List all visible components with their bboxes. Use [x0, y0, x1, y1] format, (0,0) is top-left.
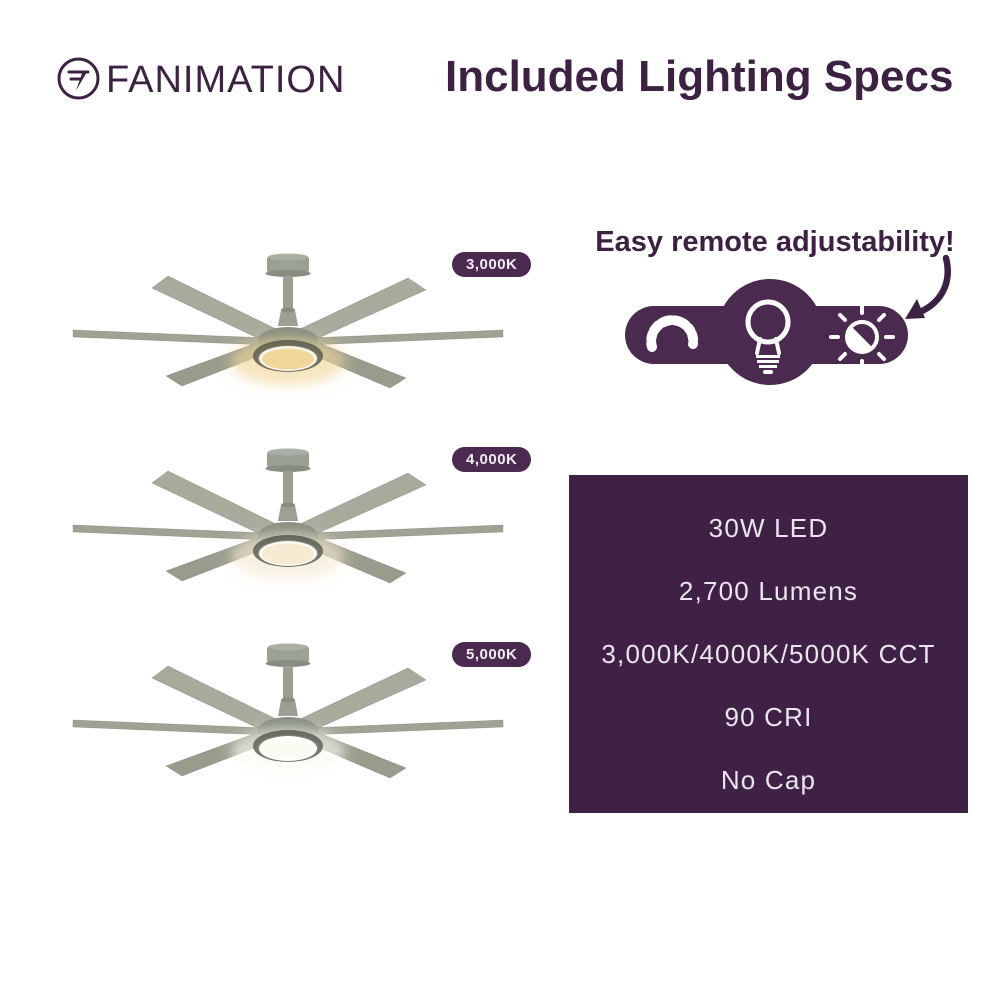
brightness-adjust-icon	[829, 304, 895, 370]
fanimation-logo-icon	[57, 57, 100, 100]
fan-downrod	[265, 643, 311, 716]
fan-image-5000k	[48, 640, 528, 830]
color-temp-badge: 4,000K	[452, 447, 532, 472]
fan-variant-5000k: 5,000K	[0, 640, 1000, 835]
remote-callout-graphic	[625, 254, 951, 385]
fan-light-kit	[226, 728, 350, 776]
ceiling-fan-image	[72, 253, 504, 389]
spec-cap: No Cap	[720, 765, 817, 795]
light-bulb-icon	[745, 299, 791, 374]
spec-wattage: 30W LED	[708, 513, 829, 543]
fan-downrod	[265, 448, 311, 521]
fan-light-kit	[226, 338, 350, 386]
ceiling-fan-image	[72, 448, 504, 584]
spec-cri: 90 CRI	[724, 702, 813, 732]
page-title: Included Lighting Specs	[445, 52, 954, 101]
color-temp-badge: 5,000K	[452, 642, 532, 667]
dimmer-dial-icon	[646, 315, 699, 352]
fan-image-4000k	[48, 445, 528, 635]
brand-name: FANIMATION	[106, 59, 346, 101]
fan-downrod	[265, 253, 311, 326]
spec-lumens: 2,700 Lumens	[678, 576, 859, 606]
fan-light-kit	[226, 533, 350, 581]
spec-cct: 3,000K/4000K/5000K CCT	[601, 639, 936, 669]
fan-variant-3000k: 3,000K	[0, 250, 1000, 445]
fan-variant-4000k: 4,000K	[0, 445, 1000, 640]
ceiling-fan-image	[72, 643, 504, 779]
lighting-spec-panel: 30W LED 2,700 Lumens 3,000K/4000K/5000K …	[569, 475, 968, 813]
curved-arrow-icon	[905, 254, 951, 319]
remote-adjustability-heading: Easy remote adjustability!	[595, 226, 955, 258]
fan-image-3000k	[48, 250, 528, 440]
color-temp-badge: 3,000K	[452, 252, 532, 277]
